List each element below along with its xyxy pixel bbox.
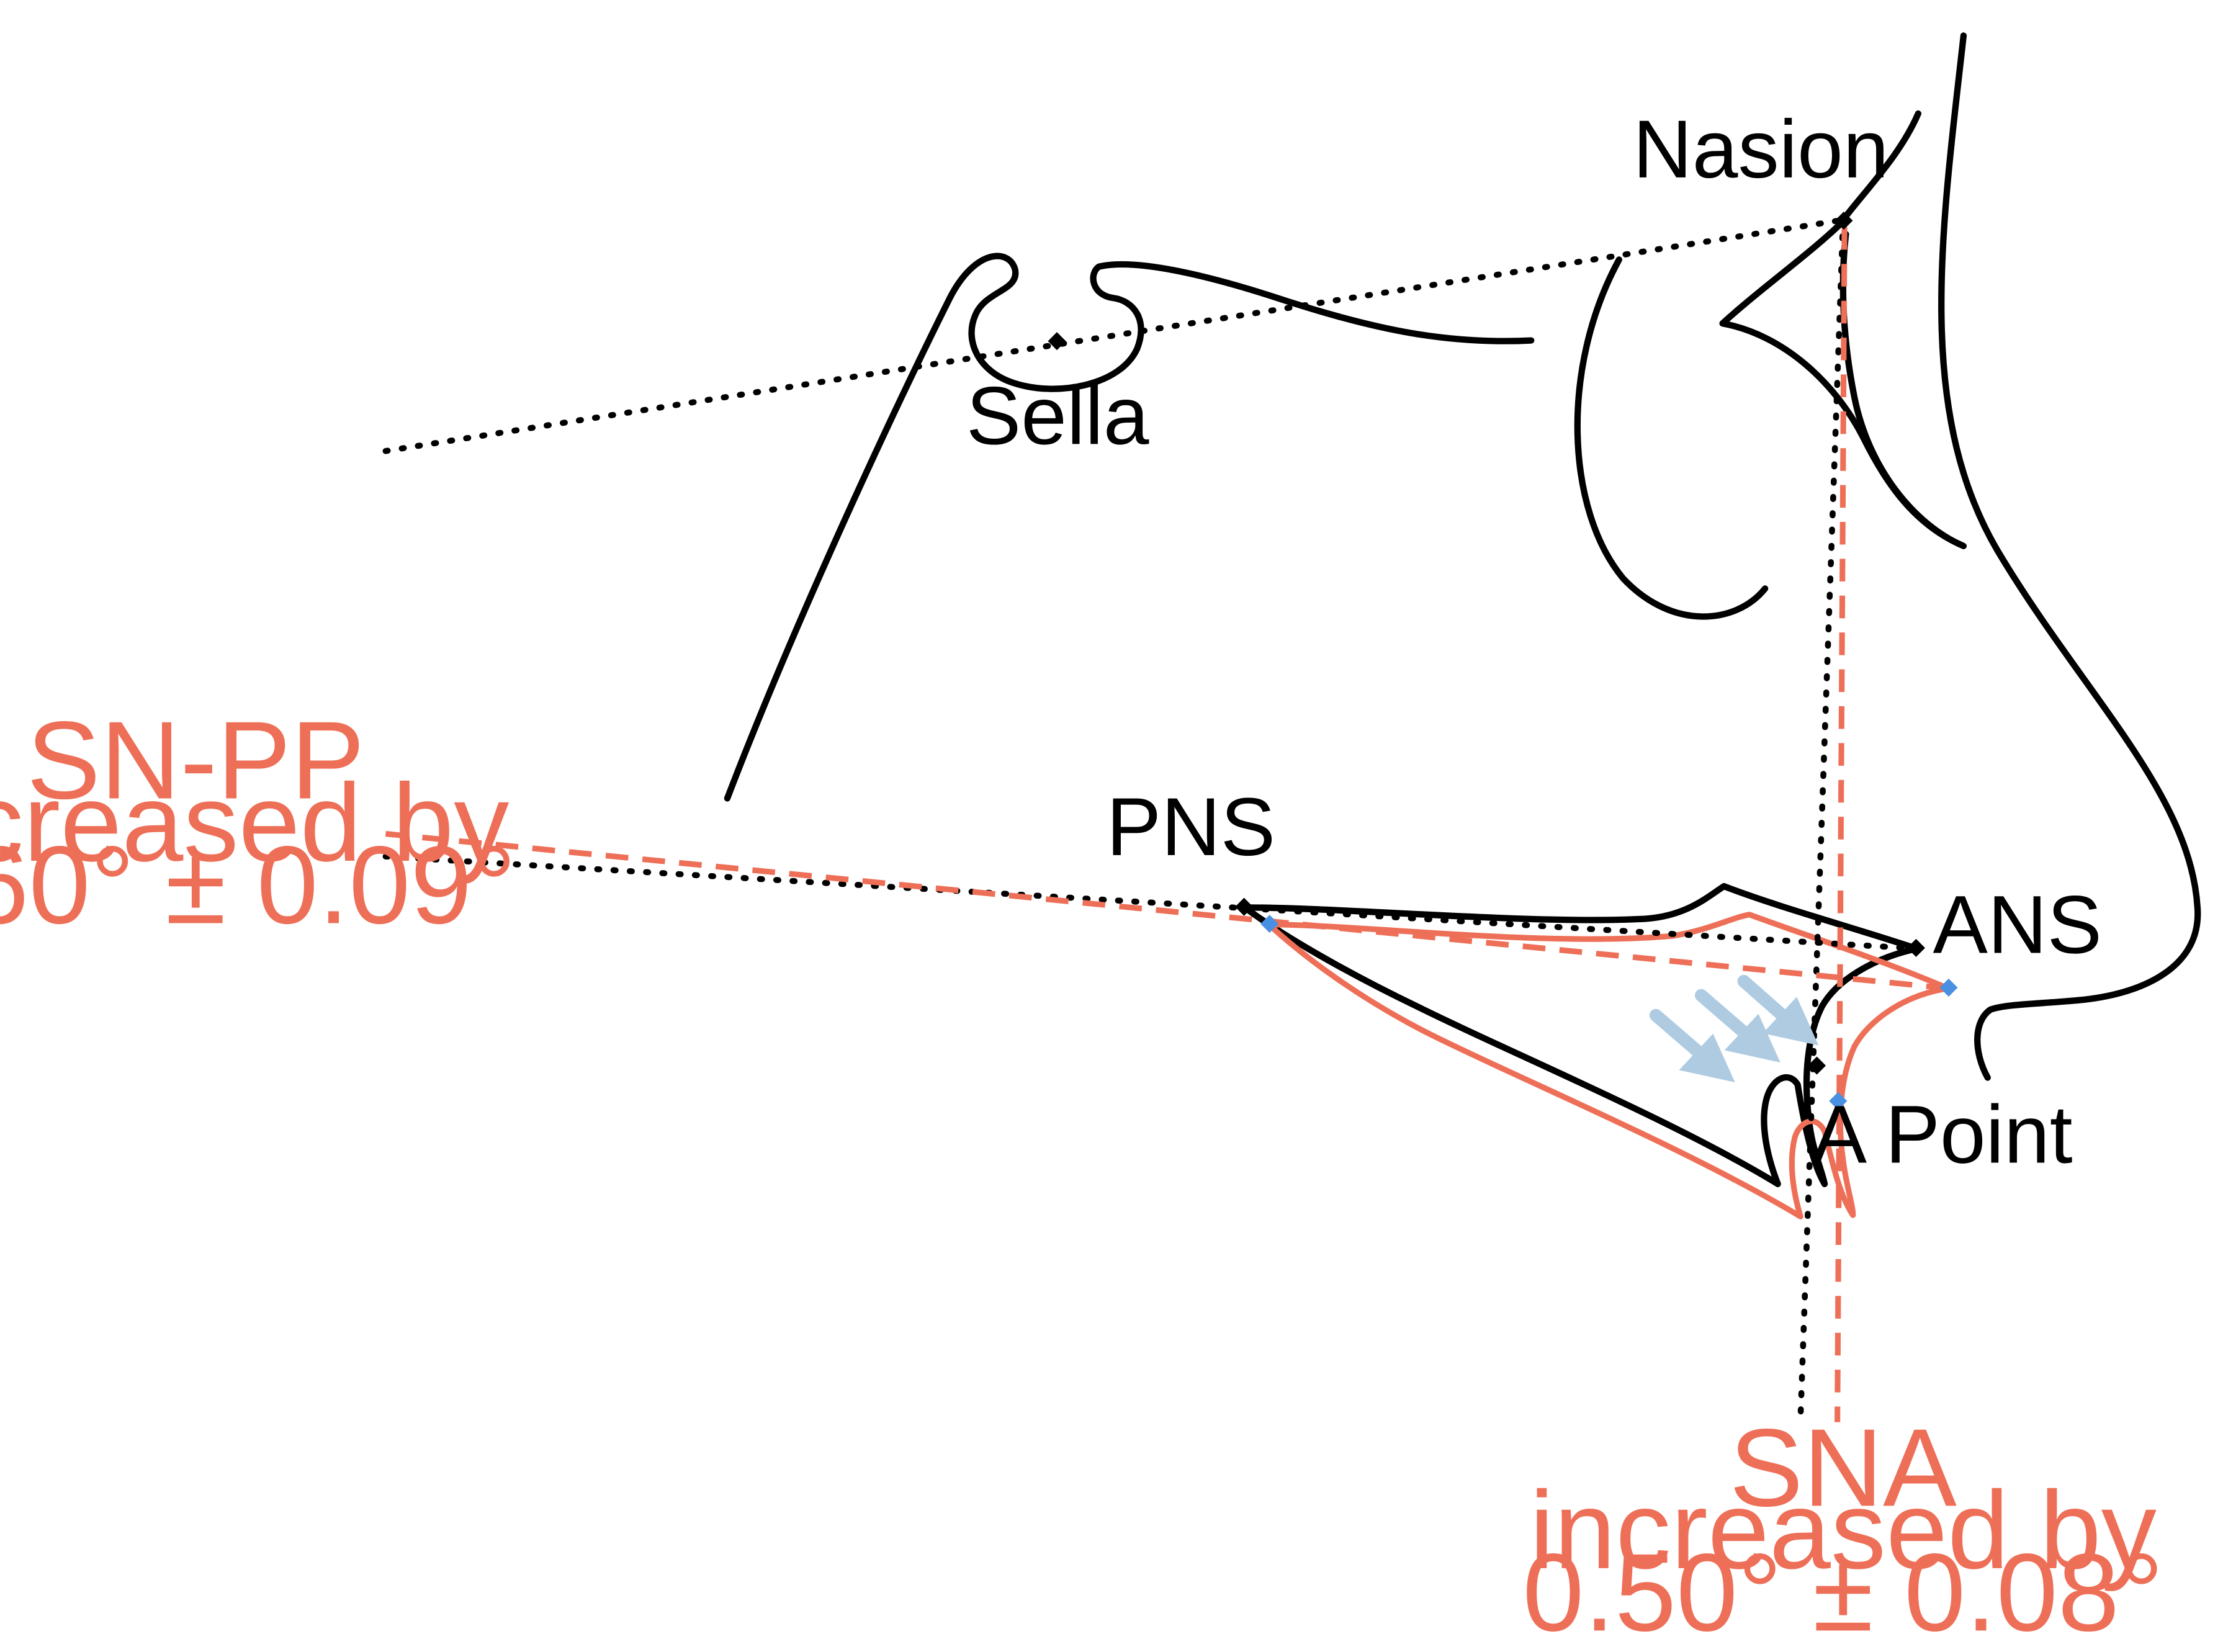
annotation-sn-pp-line1: SN-PP [27,698,365,822]
label-pns: PNS [1107,781,1275,873]
annotation-sna-line2: increased by [1530,1468,2157,1592]
annotation-sna-line3: 0.50° ± 0.08° [1522,1530,2163,1652]
na-line-advanced [1835,227,1848,1422]
arrow-1-head [1679,1033,1735,1083]
nasal-bone [1719,221,1967,549]
label-nasion: Nasion [1633,104,1888,195]
palatal-plane-advanced [385,831,1949,992]
landmark-labels: Nasion Sella PNS ANS A Point [966,104,2102,1181]
maxilla-advanced [1266,912,1951,1219]
na-line-original [1797,217,1846,1421]
movement-arrows [1649,974,1819,1083]
annotation-sna-line1: SNA [1730,1406,1957,1529]
pns-marker-new [1260,915,1279,933]
maxilla-outline-advanced [1266,912,1951,1219]
anatomy-outlines [724,32,2201,1187]
label-ans: ANS [1933,879,2102,971]
palatal-plane-original [382,853,1920,952]
annotation-sna: SNA increased by 0.50° ± 0.08° [1522,1406,2163,1652]
ans-marker [1906,938,1925,957]
arrow-3-head [1763,997,1819,1046]
sn-line [382,217,1846,454]
arrow-2-head [1724,1013,1781,1063]
annotation-sn-pp: SN-PP increased by 0.60° ± 0.09° [0,698,516,946]
annotation-sn-pp-line2: increased by [0,761,509,884]
cranial-base-curve [724,253,1535,802]
soft-tissue-profile [1938,32,2201,1081]
orbit-curve [1574,256,1769,620]
sella-marker [1048,332,1066,351]
reference-lines [382,217,1949,1422]
ans-marker-new [1939,978,1958,997]
forehead-profile [1839,110,1921,223]
annotation-sn-pp-line3: 0.60° ± 0.09° [0,823,516,946]
label-a-point: A Point [1812,1089,2073,1181]
label-sella: Sella [966,370,1149,462]
